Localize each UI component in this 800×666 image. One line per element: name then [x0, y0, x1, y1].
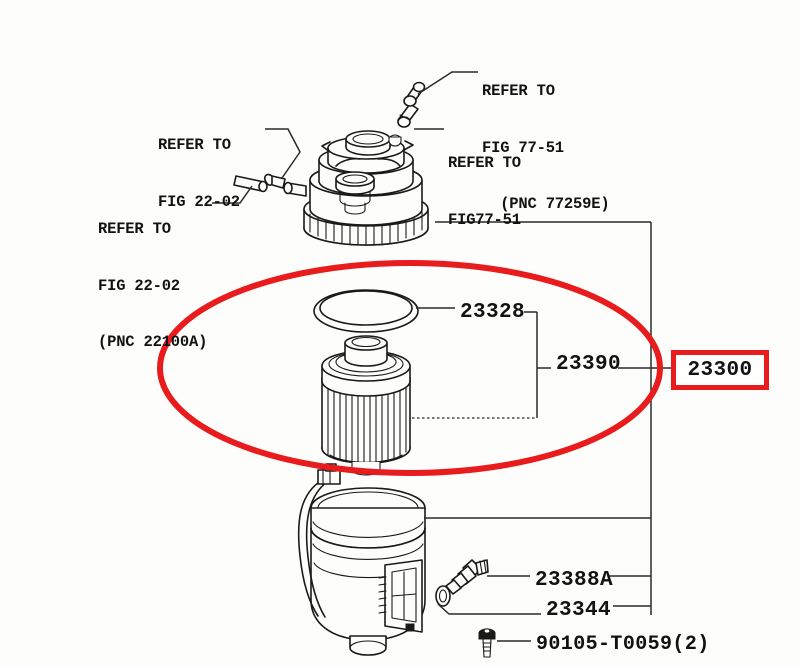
highlight-ellipse	[157, 260, 663, 476]
pump-head-housing	[233, 81, 429, 246]
filter-element-23390	[321, 335, 411, 476]
filter-bowl	[297, 463, 426, 656]
callout-line: FIG 22-02	[98, 276, 180, 295]
part-number-23328: 23328	[460, 301, 526, 324]
callout-line: FIG77-51	[448, 210, 521, 229]
callout-line: REFER TO	[448, 153, 521, 172]
drain-valve-23388a	[445, 559, 489, 595]
part-number-23344: 23344	[546, 599, 612, 622]
callout-refer-fig-22-02-upper: REFER TO FIG 22-02	[158, 98, 240, 249]
callout-refer-fig-77-51: REFER TO FIG77-51	[448, 116, 521, 267]
inlet-fitting-upper	[397, 103, 419, 128]
callout-line: FIG 22-02	[158, 192, 240, 211]
o-ring-23328	[313, 289, 419, 333]
hose-stub-upper	[233, 175, 268, 193]
inlet-fitting-top	[403, 81, 426, 107]
part-number-90105-t0059: 90105-T0059(2)	[536, 633, 710, 656]
part-number-23390: 23390	[556, 353, 622, 376]
callout-line: REFER TO	[158, 135, 231, 154]
callout-refer-fig-77-51-pnc: REFER TO FIG 77-51 (PNC 77259E)	[482, 44, 610, 252]
highlighted-part-number-23300: 23300	[671, 350, 769, 390]
callout-line: REFER TO	[482, 81, 555, 100]
bolt-90105	[478, 628, 496, 658]
callout-line: REFER TO	[98, 219, 171, 238]
callout-line: (PNC 77259E)	[482, 195, 610, 214]
part-number-23388a: 23388A	[535, 569, 614, 592]
level-indicator-window	[378, 559, 423, 633]
callout-refer-fig-22-02-lower: REFER TO FIG 22-02 (PNC 22100A)	[98, 182, 207, 390]
callout-line: (PNC 22100A)	[98, 333, 208, 352]
o-ring-23344	[435, 585, 451, 607]
leader-lines	[212, 71, 671, 642]
callout-line: FIG 77-51	[482, 138, 564, 157]
highlight-part-number-text: 23300	[687, 358, 753, 382]
